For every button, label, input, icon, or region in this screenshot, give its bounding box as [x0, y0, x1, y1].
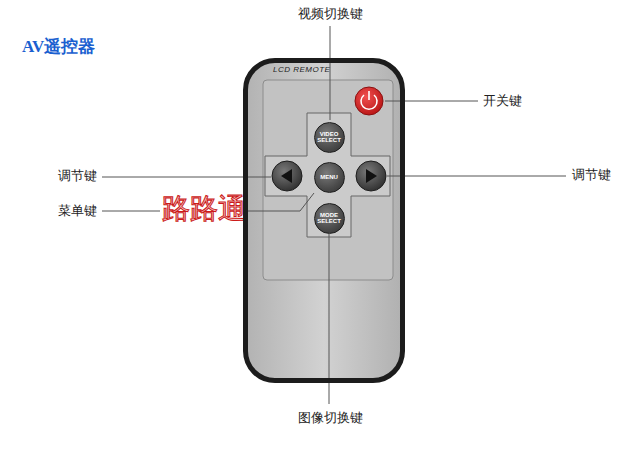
callout-label: 图像切换键 — [298, 410, 363, 426]
remote-body: LCD REMOTE VIDEO SELECT MENU MODE SELECT — [243, 58, 405, 383]
model-label: LCD REMOTE — [273, 65, 330, 74]
remote-button: VIDEO SELECT — [314, 122, 345, 153]
remote-button: MENU — [314, 162, 345, 193]
button-text: MODE SELECT — [317, 212, 341, 225]
callout-label: 调节键 — [58, 168, 97, 184]
callout-label: 调节键 — [572, 167, 611, 183]
diagram-title: AV遥控器 — [22, 35, 95, 58]
watermark: 路路通 — [160, 192, 248, 226]
remote-button: MODE SELECT — [314, 203, 345, 234]
button-text: MENU — [317, 174, 341, 180]
callout-label: 菜单键 — [58, 203, 97, 219]
callout-label: 视频切换键 — [298, 6, 363, 22]
button-text: VIDEO SELECT — [317, 131, 341, 144]
callout-label: 开关键 — [483, 93, 522, 109]
